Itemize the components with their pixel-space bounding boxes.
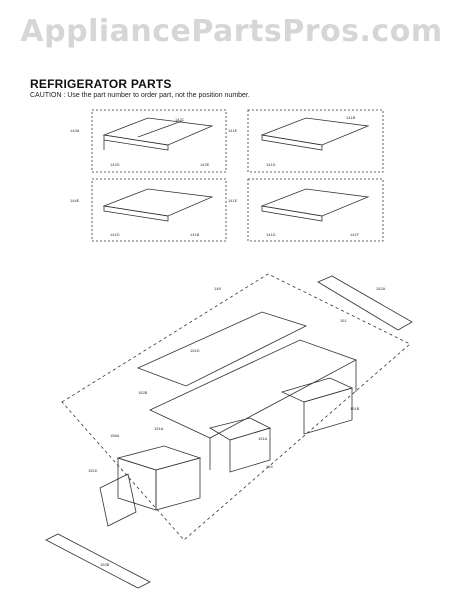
callout-label: 143A [70,128,80,133]
callout-label: 141E [228,128,238,133]
shelf-box-d [247,178,384,242]
shelf-box-a [91,109,227,173]
crisper-assembly [61,273,411,541]
callout-label: 152A [376,286,386,291]
callout-label: 151D [190,348,200,353]
callout-label: 156A [110,433,120,438]
callout-label: 148 [214,286,221,291]
rail-bottom [45,533,151,589]
site-watermark: AppliancePartsPros.com [20,14,443,49]
callout-label: 141B [346,115,356,120]
callout-label: 141E [228,198,238,203]
callout-label: 152B [138,390,148,395]
shelf-box-c [91,178,227,242]
callout-label: 154 [266,464,273,469]
callout-labels: 143A 142C 142D 142E 141E 141B 141D 144E … [70,115,386,567]
callout-label: 142C [175,117,185,122]
callout-label: 141D [266,162,276,167]
callout-label: 142E [200,162,210,167]
callout-label: 141B [190,232,200,237]
callout-label: 141D [266,232,276,237]
rail-top [317,275,413,331]
callout-label: 142D [110,162,120,167]
callout-label: 151B [350,406,360,411]
callout-label: 151D [88,468,98,473]
callout-label: 141F [350,232,360,237]
callout-label: 151A [258,436,268,441]
caution-note: CAUTION : Use the part number to order p… [30,92,250,99]
callout-label: 144E [70,198,80,203]
shelf-box-b [247,109,384,173]
callout-label: 151 [340,318,347,323]
callout-label: 141D [110,232,120,237]
callout-label: 153B [100,562,110,567]
callout-label: 151A [154,426,164,431]
page-title: REFRIGERATOR PARTS [30,77,172,91]
